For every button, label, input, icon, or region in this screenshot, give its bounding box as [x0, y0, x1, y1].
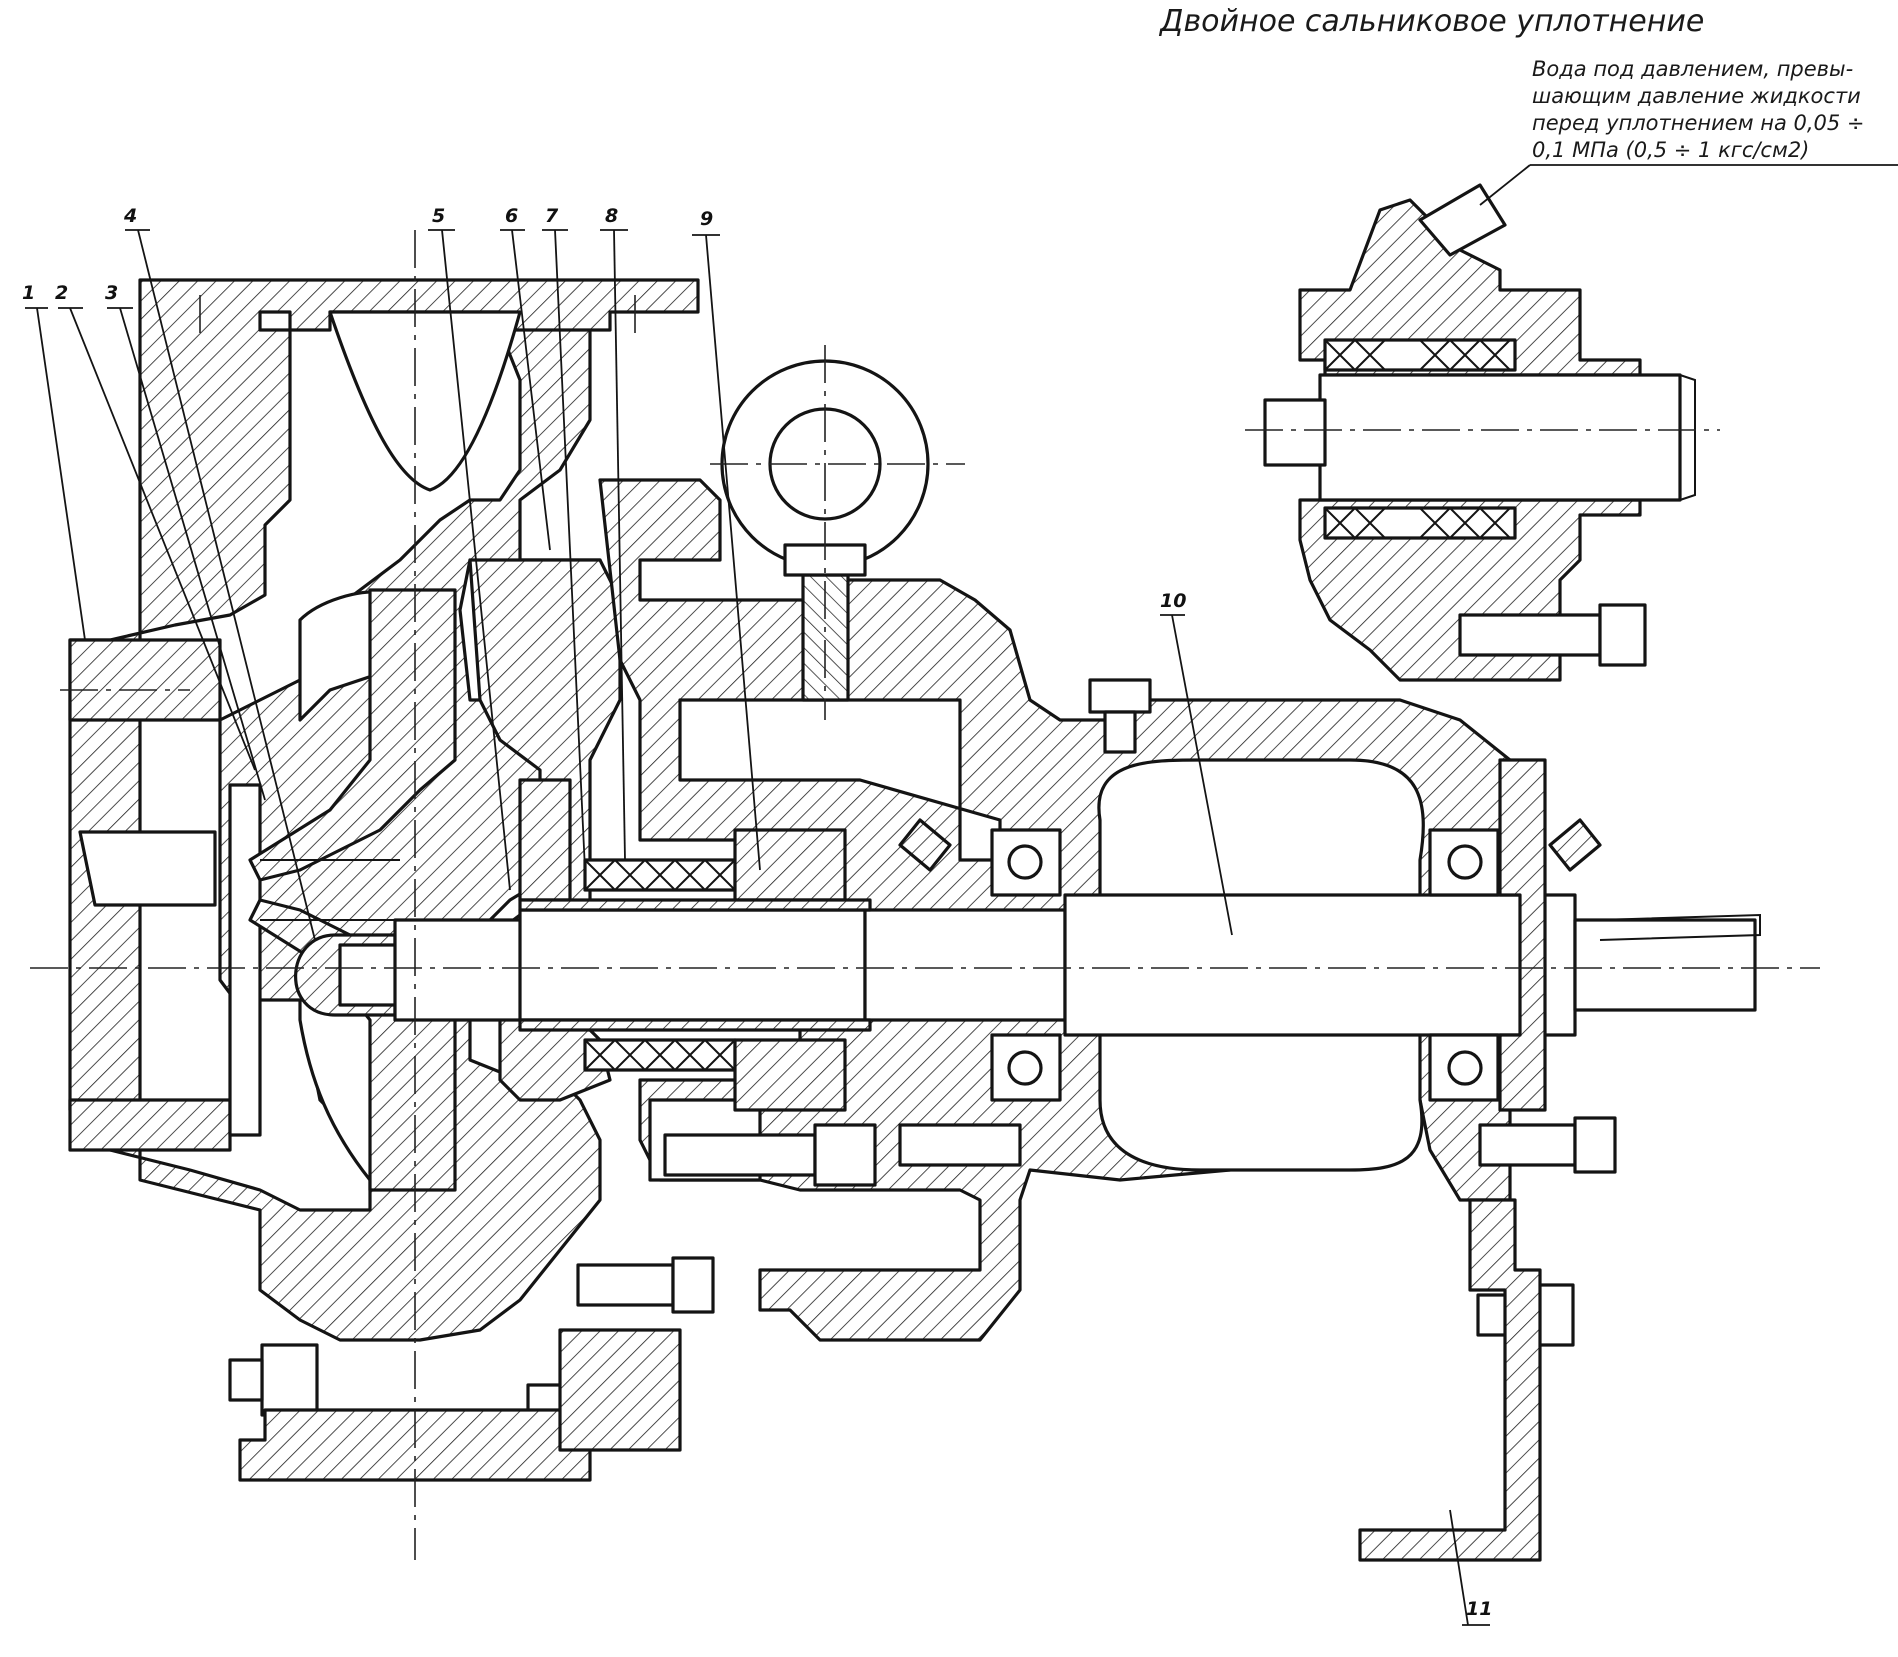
pressure-note: Вода под давлением, превы- шающим давлен… — [1532, 56, 1865, 164]
center-lines — [30, 230, 1820, 1560]
bearing-front — [990, 828, 1062, 1102]
title: Двойное сальниковое уплотнение — [1160, 4, 1705, 39]
callout-4: 4 — [124, 205, 138, 227]
callout-6: 6 — [505, 205, 519, 227]
callout-3: 3 — [105, 282, 119, 304]
support-foot — [1358, 1198, 1542, 1562]
callout-8: 8 — [605, 205, 619, 227]
callout-9: 9 — [700, 208, 714, 230]
note-line: 0,1 МПа (0,5 ÷ 1 кгс/см2) — [1532, 138, 1810, 162]
note-line: шающим давление жидкости — [1532, 84, 1861, 108]
grease-nipple-rear — [1548, 818, 1602, 872]
callout-2: 2 — [55, 282, 69, 304]
callout-11: 11 — [1466, 1598, 1493, 1620]
callout-1: 1 — [22, 282, 36, 304]
callout-5: 5 — [432, 205, 446, 227]
leader-lines — [25, 164, 1898, 1626]
shaft — [393, 893, 1761, 1037]
impeller-nut — [294, 933, 412, 1017]
callout-7: 7 — [545, 205, 559, 227]
gland-packing — [583, 828, 847, 1112]
callout-10: 10 — [1160, 590, 1187, 612]
note-line: Вода под давлением, превы- — [1532, 57, 1854, 81]
oil-plug — [1088, 678, 1152, 754]
inset-double-gland — [1263, 183, 1696, 682]
grease-nipple-front — [898, 818, 952, 872]
note-line: перед уплотнением на 0,05 ÷ — [1532, 111, 1865, 135]
bearing-rear — [1428, 758, 1547, 1112]
